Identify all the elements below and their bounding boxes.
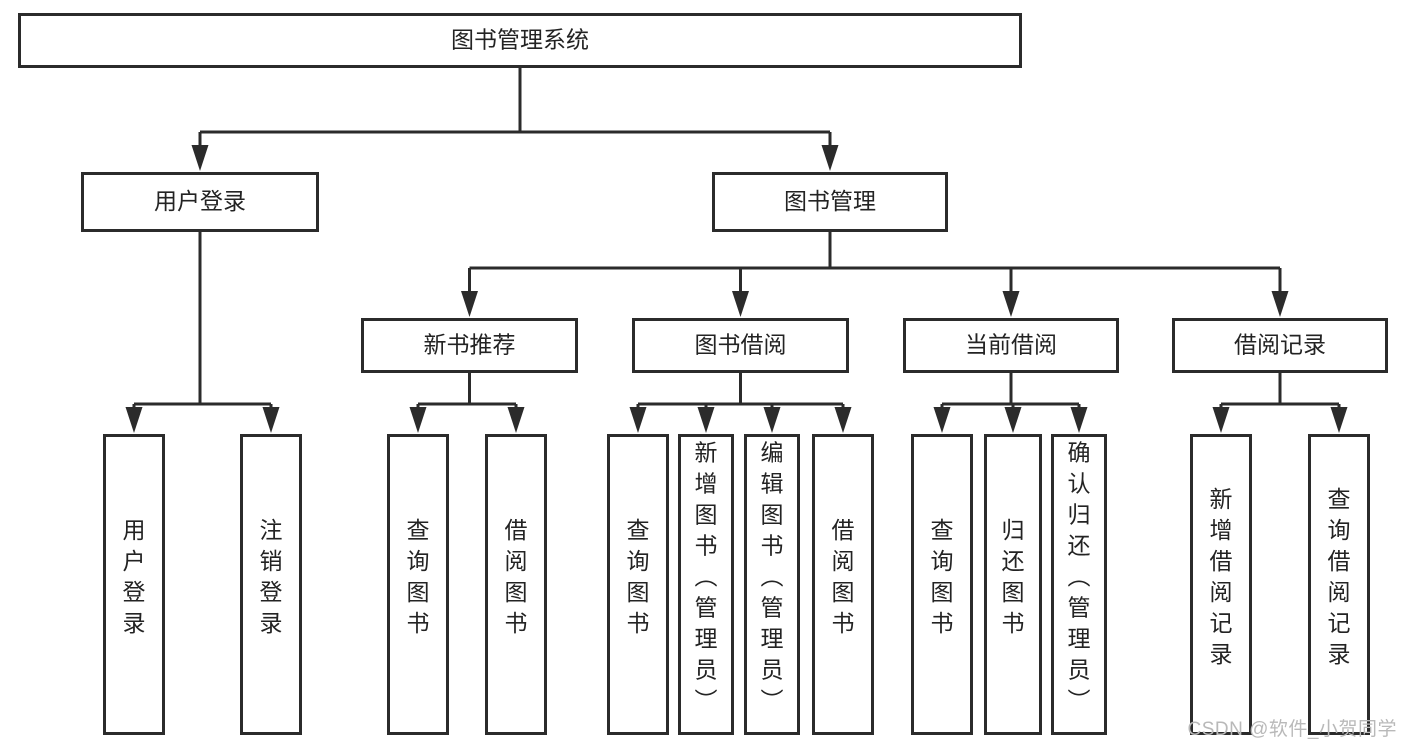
node-label: 新增图书︵管理员︶ <box>695 440 718 714</box>
tree-node-leaf-confirm-return[interactable]: 确认归还︵管理员︶ <box>1051 434 1107 735</box>
node-box[interactable] <box>911 434 973 735</box>
tree-node-leaf-edit-book[interactable]: 编辑图书︵管理员︶ <box>744 434 800 735</box>
node-label: 当前借阅 <box>965 332 1057 358</box>
node-box[interactable] <box>607 434 669 735</box>
arrowhead-icon <box>1212 407 1230 433</box>
node-box[interactable] <box>18 13 1022 68</box>
node-box[interactable] <box>984 434 1042 735</box>
node-box[interactable] <box>1190 434 1252 735</box>
tree-node-leaf-add-book[interactable]: 新增图书︵管理员︶ <box>678 434 734 735</box>
arrowhead-icon <box>191 145 209 171</box>
tree-node-borrow-record[interactable]: 借阅记录 <box>1172 318 1388 373</box>
node-box[interactable] <box>485 434 547 735</box>
node-label: 查询图书 <box>931 517 954 636</box>
arrowhead-icon <box>834 407 852 433</box>
arrowhead-icon <box>507 407 525 433</box>
tree-node-leaf-query-book-2[interactable]: 查询图书 <box>607 434 669 735</box>
node-label: 新书推荐 <box>424 332 516 358</box>
node-box[interactable] <box>903 318 1119 373</box>
node-label: 编辑图书︵管理员︶ <box>761 440 784 714</box>
node-label: 查询图书 <box>407 517 430 636</box>
tree-node-leaf-borrow-book-1[interactable]: 借阅图书 <box>485 434 547 735</box>
node-box[interactable] <box>387 434 449 735</box>
arrowhead-icon <box>697 407 715 433</box>
node-label: 借阅记录 <box>1234 332 1326 358</box>
arrowhead-icon <box>821 145 839 171</box>
node-box[interactable] <box>361 318 578 373</box>
node-label: 确认归还︵管理员︶ <box>1068 440 1091 714</box>
arrowhead-icon <box>409 407 427 433</box>
node-box[interactable] <box>632 318 849 373</box>
arrowhead-icon <box>1004 407 1022 433</box>
csdn-watermark: CSDN @软件_小贺同学 <box>1187 719 1397 740</box>
node-box[interactable] <box>81 172 319 232</box>
tree-node-root[interactable]: 图书管理系统 <box>18 13 1022 68</box>
tree-node-leaf-borrow-book-2[interactable]: 借阅图书 <box>812 434 874 735</box>
tree-node-book-manage[interactable]: 图书管理 <box>712 172 948 232</box>
tree-node-leaf-query-book-3[interactable]: 查询图书 <box>911 434 973 735</box>
node-box[interactable] <box>103 434 165 735</box>
arrowhead-icon <box>262 407 280 433</box>
tree-node-book-borrow[interactable]: 图书借阅 <box>632 318 849 373</box>
node-box[interactable] <box>812 434 874 735</box>
arrowhead-icon <box>1271 291 1289 317</box>
tree-node-new-book-rec[interactable]: 新书推荐 <box>361 318 578 373</box>
node-label: 借阅图书 <box>505 517 528 636</box>
node-label: 查询图书 <box>627 517 650 636</box>
tree-node-user-login[interactable]: 用户登录 <box>81 172 319 232</box>
arrowhead-icon <box>1070 407 1088 433</box>
arrowhead-icon <box>629 407 647 433</box>
node-box[interactable] <box>1051 434 1107 735</box>
tree-node-current-borrow[interactable]: 当前借阅 <box>903 318 1119 373</box>
arrowhead-icon <box>461 291 478 317</box>
arrowhead-icon <box>933 407 951 433</box>
arrowhead-icon <box>125 407 143 433</box>
tree-node-leaf-query-book-1[interactable]: 查询图书 <box>387 434 449 735</box>
node-label: 新增借阅记录 <box>1210 486 1233 667</box>
node-label: 用户登录 <box>154 188 246 214</box>
node-label: 借阅图书 <box>832 517 855 636</box>
node-label: 图书借阅 <box>695 332 787 358</box>
node-box[interactable] <box>1308 434 1370 735</box>
arrowhead-icon <box>1330 407 1348 433</box>
node-box[interactable] <box>678 434 734 735</box>
arrowhead-icon <box>1002 291 1020 317</box>
node-box[interactable] <box>744 434 800 735</box>
node-box[interactable] <box>712 172 948 232</box>
tree-node-leaf-logout[interactable]: 注销登录 <box>240 434 302 735</box>
node-box[interactable] <box>1172 318 1388 373</box>
node-label: 注销登录 <box>260 517 283 636</box>
node-label: 用户登录 <box>123 517 146 636</box>
node-label: 图书管理系统 <box>451 27 589 53</box>
node-label: 归还图书 <box>1002 517 1025 636</box>
node-box[interactable] <box>240 434 302 735</box>
node-layer: 图书管理系统用户登录图书管理新书推荐图书借阅当前借阅借阅记录用户登录注销登录查询… <box>18 13 1388 735</box>
arrowhead-icon <box>732 291 749 317</box>
node-label: 查询借阅记录 <box>1328 486 1351 667</box>
node-label: 图书管理 <box>784 188 876 214</box>
arrowhead-icon <box>763 407 781 433</box>
tree-node-leaf-add-record[interactable]: 新增借阅记录 <box>1190 434 1252 735</box>
connector-layer <box>125 68 1348 433</box>
tree-node-leaf-return-book[interactable]: 归还图书 <box>984 434 1042 735</box>
tree-node-leaf-query-record[interactable]: 查询借阅记录 <box>1308 434 1370 735</box>
tree-node-leaf-user-login[interactable]: 用户登录 <box>103 434 165 735</box>
